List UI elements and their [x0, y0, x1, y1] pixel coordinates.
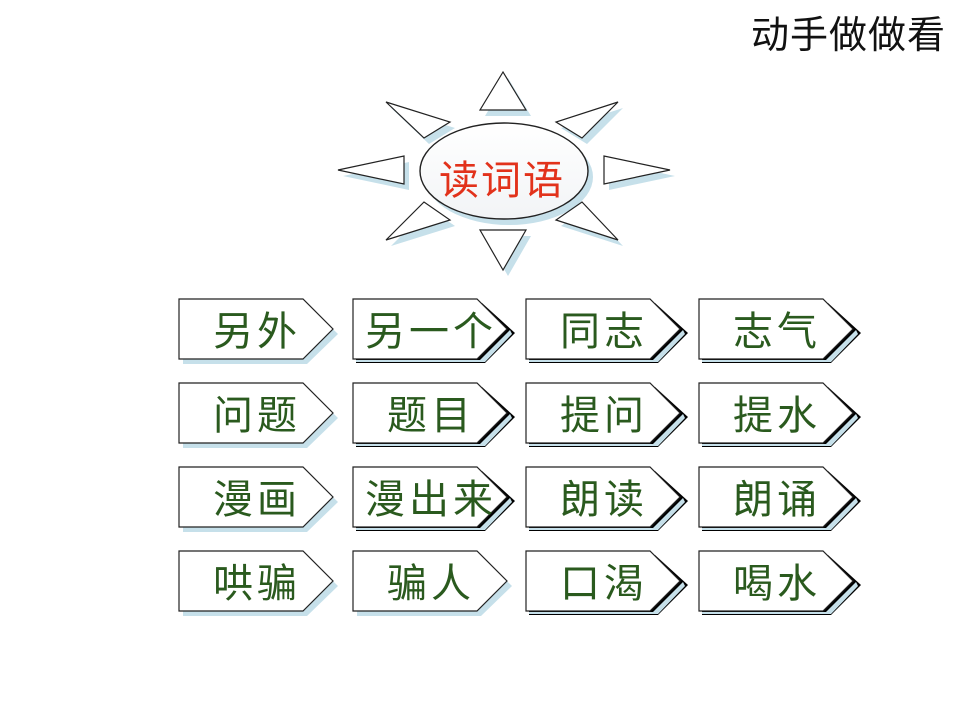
word-card: 另外	[178, 298, 350, 364]
sun-shape	[337, 70, 675, 276]
word-card: 题目	[352, 382, 524, 448]
word-card: 提水	[698, 382, 870, 448]
word-card: 喝水	[698, 550, 870, 616]
word-card: 漫出来	[352, 466, 524, 532]
word-label: 骗人	[387, 561, 475, 607]
word-card-shape	[698, 466, 861, 531]
word-card: 口渴	[525, 550, 697, 616]
word-card: 骗人	[352, 550, 524, 616]
word-card-shape	[525, 466, 688, 531]
word-card: 志气	[698, 298, 870, 364]
word-label: 问题	[213, 393, 301, 439]
word-label: 哄骗	[213, 561, 301, 607]
word-card-shape	[178, 298, 338, 364]
word-card-shape	[525, 298, 688, 363]
word-card-shape	[525, 550, 688, 615]
word-card: 问题	[178, 382, 350, 448]
word-label: 提问	[560, 393, 648, 439]
word-card-shape	[352, 298, 515, 363]
word-card-shape	[525, 382, 688, 447]
center-label: 读词语	[439, 158, 565, 204]
word-card-shape	[178, 382, 338, 448]
word-card: 另一个	[352, 298, 524, 364]
word-label: 喝水	[733, 561, 821, 607]
word-label: 朗诵	[733, 477, 821, 523]
word-label: 口渴	[560, 561, 648, 607]
word-label: 同志	[560, 309, 648, 355]
word-label: 题目	[387, 393, 475, 439]
word-label: 漫画	[213, 477, 301, 523]
word-label: 提水	[733, 393, 821, 439]
word-card: 同志	[525, 298, 697, 364]
word-card: 哄骗	[178, 550, 350, 616]
word-card-shape	[178, 550, 338, 616]
word-card-shape	[352, 382, 515, 447]
word-card-shape	[698, 382, 861, 447]
page-title: 动手做做看	[750, 13, 946, 57]
word-card-shape	[352, 550, 512, 616]
word-label: 另一个	[365, 309, 497, 355]
word-card-shape	[178, 466, 338, 532]
word-card: 提问	[525, 382, 697, 448]
word-card: 朗诵	[698, 466, 870, 532]
word-card-shape	[698, 298, 861, 363]
word-label: 志气	[733, 309, 821, 355]
word-label: 朗读	[560, 477, 648, 523]
word-label: 另外	[213, 309, 301, 355]
word-card: 朗读	[525, 466, 697, 532]
word-card: 漫画	[178, 466, 350, 532]
word-card-shape	[698, 550, 861, 615]
word-label: 漫出来	[365, 477, 497, 523]
word-card-shape	[352, 466, 515, 531]
